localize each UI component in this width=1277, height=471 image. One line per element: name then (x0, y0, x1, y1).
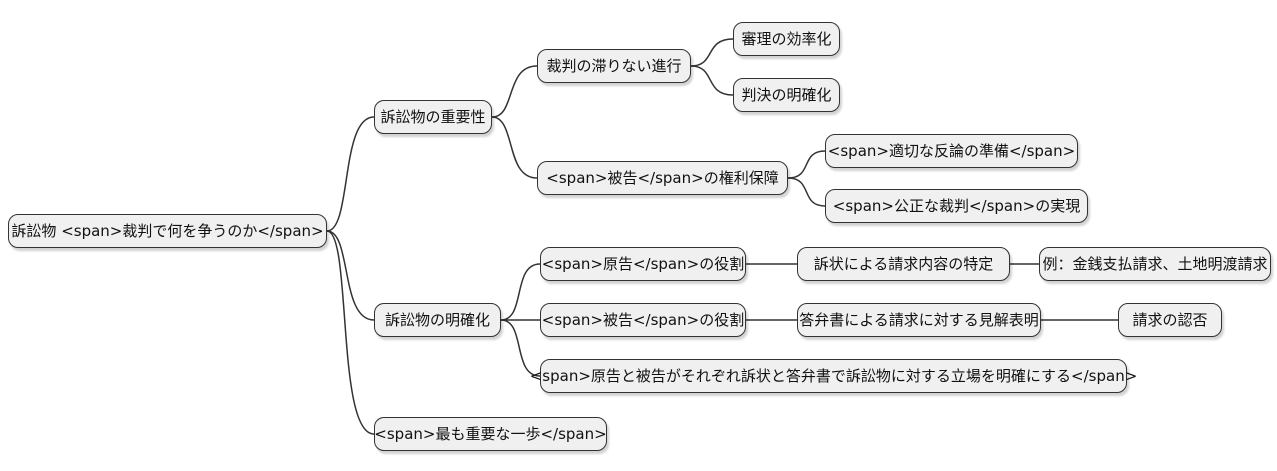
edge-root-clarification (326, 230, 375, 321)
edge-importance-smooth-progress (491, 65, 538, 118)
mindmap-node-judgment-clarity: 判決の明確化 (733, 78, 840, 112)
mindmap-node-complaint-spec: 訴状による請求内容の特定 (797, 247, 1010, 281)
mindmap-node-defendant-rights: <span>被告</span>の権利保障 (537, 161, 788, 195)
mindmap-node-counter-prep: <span>適切な反論の準備</span> (825, 134, 1078, 168)
mindmap-node-smooth-progress: 裁判の滞りない進行 (537, 49, 691, 83)
edge-defendant-rights-counter-prep (787, 150, 826, 179)
edge-smooth-progress-judgment (690, 65, 734, 96)
mindmap-node-important-step: <span>最も重要な一歩</span> (374, 417, 607, 451)
mindmap-node-answer-opinion: 答弁書による請求に対する見解表明 (797, 303, 1041, 337)
mindmap-node-root: 訴訟物 <span>裁判で何を争うのか</span> (8, 214, 327, 248)
mindmap-node-efficiency: 審理の効率化 (733, 22, 840, 56)
edge-clarification-plaintiff-role (500, 263, 541, 321)
mindmap-node-both-clarify: <span>原告と被告がそれぞれ訴状と答弁書で訴訟物に対する立場を明確にする</… (530, 359, 1137, 393)
mindmap-node-claim-examples: 例：金銭支払請求、土地明渡請求 (1039, 247, 1271, 281)
edge-defendant-rights-fair-trial (787, 177, 826, 207)
mindmap-node-importance: 訴訟物の重要性 (374, 100, 492, 134)
edge-root-important-step (326, 230, 375, 435)
mindmap-node-plaintiff-role: <span>原告</span>の役割 (540, 247, 746, 281)
edge-root-importance (326, 116, 375, 232)
edge-clarification-both-clarify (500, 319, 541, 377)
edge-importance-defendant-rights (491, 116, 538, 179)
mindmap-node-claim-admission: 請求の認否 (1118, 303, 1222, 337)
mindmap-node-fair-trial: <span>公正な裁判</span>の実現 (825, 189, 1088, 223)
edge-smooth-progress-efficiency (690, 38, 734, 67)
mindmap-node-clarification: 訴訟物の明確化 (374, 303, 501, 337)
mindmap-node-defendant-role: <span>被告</span>の役割 (540, 303, 746, 337)
